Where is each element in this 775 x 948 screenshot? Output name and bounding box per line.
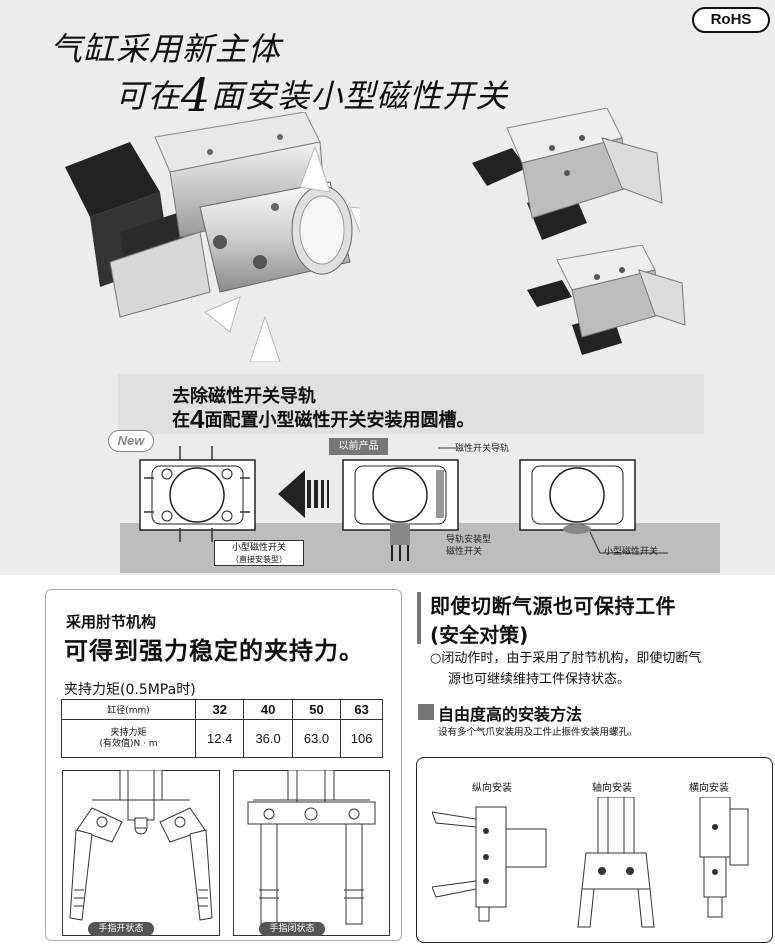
cylinder-section-small-switch xyxy=(519,459,668,554)
main-gripper-image xyxy=(65,112,360,362)
fingers-open-label: 手指开状态 xyxy=(88,922,154,936)
section-square-marker xyxy=(418,704,434,720)
section-accent-bar xyxy=(417,592,421,644)
table-cell: 36.0 xyxy=(243,719,293,758)
panel-heading-small: 采用肘节机构 xyxy=(66,613,157,631)
mounting-heading: 自由度高的安装方法 xyxy=(438,705,583,724)
safety-heading-line1: 即使切断气源也可保持工件 xyxy=(430,594,676,618)
new-label: New xyxy=(108,430,154,452)
feature-line2: 在4面配置小型磁性开关安装用圆槽。 xyxy=(172,404,475,434)
mount-label-vertical: 纵向安装 xyxy=(472,783,512,794)
gripping-torque-table: 缸径(mm) 32 40 50 63 夹持力矩 (有效值)N · m 12.4 … xyxy=(61,699,383,758)
rail-type-label-line1: 导轨安装型 xyxy=(446,535,492,545)
table-header-row: 缸径(mm) 32 40 50 63 xyxy=(61,699,383,720)
small-switch-callout: 小型磁性开关 （直接安装型） xyxy=(214,540,304,566)
big-arrow-icon xyxy=(278,470,329,518)
safety-heading-line2: (安全对策) xyxy=(430,623,529,647)
column-header: 32 xyxy=(194,699,245,720)
fingers-closed-diagram xyxy=(233,770,390,936)
feature-banner xyxy=(118,374,704,434)
feature-line1: 去除磁性开关导轨 xyxy=(172,386,316,407)
mount-label-axial: 轴向安装 xyxy=(592,783,632,794)
previous-product-label: 以前产品 xyxy=(329,438,388,455)
cylinder-section-rail xyxy=(342,447,459,561)
cylinder-section-new xyxy=(139,446,256,542)
table-cell: 12.4 xyxy=(194,719,245,758)
vertical-mount-diagram xyxy=(432,806,547,922)
fingers-closed-label: 手指闭状态 xyxy=(259,922,325,936)
fingers-open-diagram xyxy=(62,770,220,936)
panel-heading-large: 可得到强力稳定的夹持力。 xyxy=(64,637,364,665)
table-cell: 106 xyxy=(340,719,383,758)
bore-size-header: 缸径(mm) xyxy=(61,699,196,720)
mount-label-lateral: 横向安装 xyxy=(689,783,729,794)
hero-title-line1: 气缸采用新主体 xyxy=(50,30,282,68)
small-switch-label: 小型磁性开关 xyxy=(604,547,659,557)
mounting-text: 设有多个气爪安装用及工件止振件安装用螺孔。 xyxy=(438,727,638,738)
column-header: 63 xyxy=(340,699,383,720)
table-cell: 63.0 xyxy=(291,719,342,758)
rail-type-label-line2: 磁性开关 xyxy=(446,547,483,557)
lateral-mount-diagram xyxy=(699,797,749,918)
table-title: 夹持力矩(0.5MPa时) xyxy=(64,682,196,698)
guide-rail-label: 磁性开关导轨 xyxy=(455,444,510,454)
torque-row-header: 夹持力矩 (有效值)N · m xyxy=(61,719,196,758)
safety-text-line2: 源也可继续维持工件保持状态。 xyxy=(448,672,631,687)
gripper-image-small xyxy=(527,245,686,355)
gripper-image-large xyxy=(472,108,663,240)
hero-title-line2: 可在4面安装小型磁性开关 xyxy=(115,68,509,122)
safety-text-line1: ○闭动作时，由于采用了肘节机构，即使切断气 xyxy=(430,651,702,666)
rohs-badge: RoHS xyxy=(692,7,770,33)
column-header: 40 xyxy=(243,699,293,720)
table-row: 夹持力矩 (有效值)N · m 12.4 36.0 63.0 106 xyxy=(61,719,383,758)
column-header: 50 xyxy=(291,699,342,720)
axial-mount-diagram xyxy=(577,797,655,928)
